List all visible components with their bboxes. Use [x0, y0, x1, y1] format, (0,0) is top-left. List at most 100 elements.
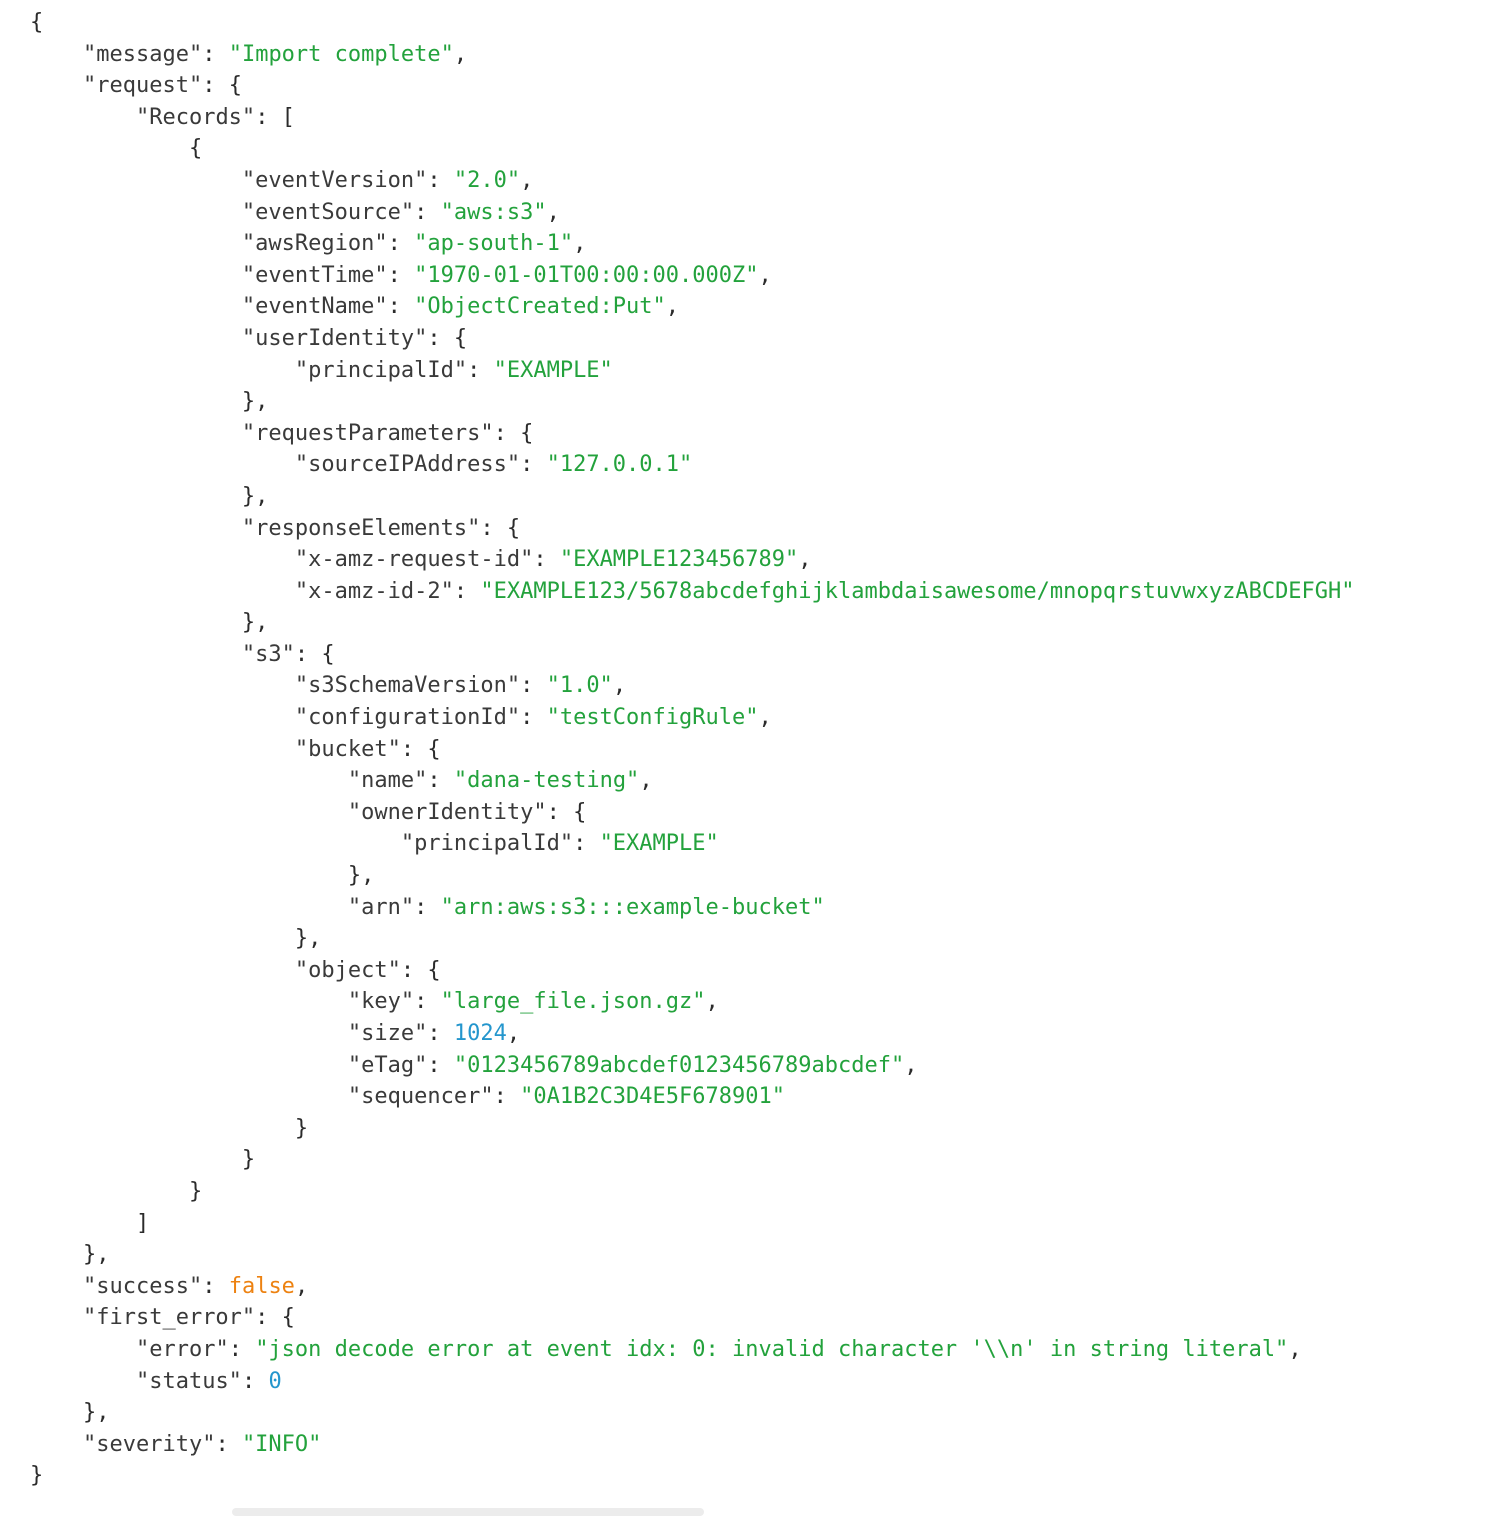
- json-key: "object": [294, 957, 401, 983]
- indent: [30, 673, 295, 698]
- indent: [30, 1242, 83, 1267]
- json-punctuation: },: [347, 863, 375, 889]
- indent: [30, 168, 242, 193]
- json-key: "sourceIPAddress": [294, 452, 521, 478]
- code-line: "principalId": "EXAMPLE": [30, 355, 1512, 387]
- json-punctuation: :: [387, 294, 415, 320]
- code-line: "first_error": {: [30, 1302, 1512, 1334]
- json-punctuation: : {: [202, 73, 242, 99]
- json-key: "responseElements": [241, 515, 481, 541]
- json-punctuation: :: [414, 989, 441, 1015]
- json-key: "ownerIdentity": [347, 799, 547, 825]
- json-punctuation: },: [82, 1400, 110, 1426]
- indent: [30, 231, 242, 256]
- json-key: "first_error": [82, 1305, 256, 1331]
- json-punctuation: }: [188, 1178, 203, 1204]
- json-punctuation: : {: [427, 325, 468, 351]
- json-key: "s3SchemaVersion": [294, 673, 521, 699]
- json-key: "success": [82, 1273, 203, 1299]
- json-key: "sequencer": [347, 1084, 494, 1110]
- code-line: "eTag": "0123456789abcdef0123456789abcde…: [30, 1050, 1512, 1082]
- json-string: "EXAMPLE": [599, 831, 719, 857]
- json-punctuation: : {: [400, 957, 441, 983]
- json-string: "0A1B2C3D4E5F678901": [520, 1084, 785, 1110]
- code-line: "bucket": {: [30, 734, 1512, 766]
- indent: [30, 516, 242, 541]
- json-punctuation: :: [427, 1021, 454, 1046]
- indent: [30, 1369, 136, 1394]
- json-punctuation: :: [427, 167, 454, 193]
- indent: [30, 1147, 242, 1172]
- json-punctuation: ,: [904, 1052, 918, 1078]
- code-line: "x-amz-request-id": "EXAMPLE123456789",: [30, 544, 1512, 576]
- code-line: },: [30, 923, 1512, 955]
- code-line: "eventTime": "1970-01-01T00:00:00.000Z",: [30, 260, 1512, 292]
- json-punctuation: :: [427, 768, 454, 794]
- code-line: "success": false,: [30, 1271, 1512, 1303]
- code-line: },: [30, 607, 1512, 639]
- indent: [30, 42, 83, 67]
- json-punctuation: :: [427, 1052, 454, 1078]
- code-line: "size": 1024,: [30, 1018, 1512, 1050]
- json-key: "x-amz-request-id": [294, 547, 534, 573]
- json-key: "x-amz-id-2": [294, 578, 454, 604]
- code-line: {: [30, 7, 1512, 39]
- json-string: "127.0.0.1": [546, 452, 693, 478]
- json-punctuation: },: [82, 1242, 110, 1268]
- code-line: "configurationId": "testConfigRule",: [30, 702, 1512, 734]
- json-punctuation: :: [573, 831, 600, 857]
- json-punctuation: },: [241, 610, 269, 636]
- json-punctuation: ,: [573, 231, 587, 257]
- indent: [30, 642, 242, 667]
- json-key: "eventVersion": [241, 167, 428, 193]
- json-key: "request": [82, 73, 203, 99]
- json-punctuation: :: [202, 1273, 229, 1299]
- code-line: ]: [30, 1208, 1512, 1240]
- json-punctuation: : {: [294, 641, 335, 667]
- indent: [30, 895, 348, 920]
- json-punctuation: : {: [493, 420, 534, 446]
- code-line: "eventSource": "aws:s3",: [30, 197, 1512, 229]
- indent: [30, 200, 242, 225]
- json-string: "EXAMPLE123/5678abcdefghijklambdaisaweso…: [480, 578, 1355, 604]
- code-line: "eventName": "ObjectCreated:Put",: [30, 291, 1512, 323]
- json-string: "dana-testing": [453, 768, 640, 794]
- code-line: "s3": {: [30, 639, 1512, 671]
- json-number: 0: [268, 1368, 282, 1394]
- json-punctuation: :: [241, 1368, 269, 1394]
- json-punctuation: :: [387, 231, 415, 257]
- json-punctuation: : {: [546, 799, 587, 825]
- json-string: "ObjectCreated:Put": [414, 294, 666, 320]
- json-punctuation: ,: [1288, 1336, 1302, 1362]
- code-line: "x-amz-id-2": "EXAMPLE123/5678abcdefghij…: [30, 576, 1512, 608]
- indent: [30, 421, 242, 446]
- code-line: "message": "Import complete",: [30, 39, 1512, 71]
- horizontal-scrollbar[interactable]: [232, 1508, 704, 1516]
- indent: [30, 610, 242, 635]
- json-punctuation: ,: [612, 673, 627, 699]
- json-punctuation: }: [241, 1147, 256, 1173]
- indent: [30, 1179, 189, 1204]
- indent: [30, 1211, 136, 1236]
- json-punctuation: : {: [480, 515, 521, 541]
- code-line: "key": "large_file.json.gz",: [30, 986, 1512, 1018]
- json-key: "eventSource": [241, 199, 415, 225]
- json-key: "requestParameters": [241, 420, 494, 446]
- indent: [30, 579, 295, 604]
- code-line: "userIdentity": {: [30, 323, 1512, 355]
- json-punctuation: :: [533, 547, 560, 573]
- indent: [30, 1432, 83, 1457]
- json-string: "2.0": [453, 167, 521, 193]
- indent: [30, 73, 83, 98]
- json-punctuation: :: [228, 1336, 256, 1362]
- json-punctuation: :: [520, 705, 547, 731]
- json-key: "name": [347, 768, 428, 794]
- indent: [30, 1274, 83, 1299]
- json-key: "severity": [82, 1431, 216, 1457]
- json-string: "INFO": [241, 1431, 322, 1457]
- indent: [30, 800, 348, 825]
- indent: [30, 389, 242, 414]
- json-punctuation: ,: [705, 989, 719, 1015]
- json-punctuation: ,: [294, 1273, 309, 1299]
- code-line: }: [30, 1144, 1512, 1176]
